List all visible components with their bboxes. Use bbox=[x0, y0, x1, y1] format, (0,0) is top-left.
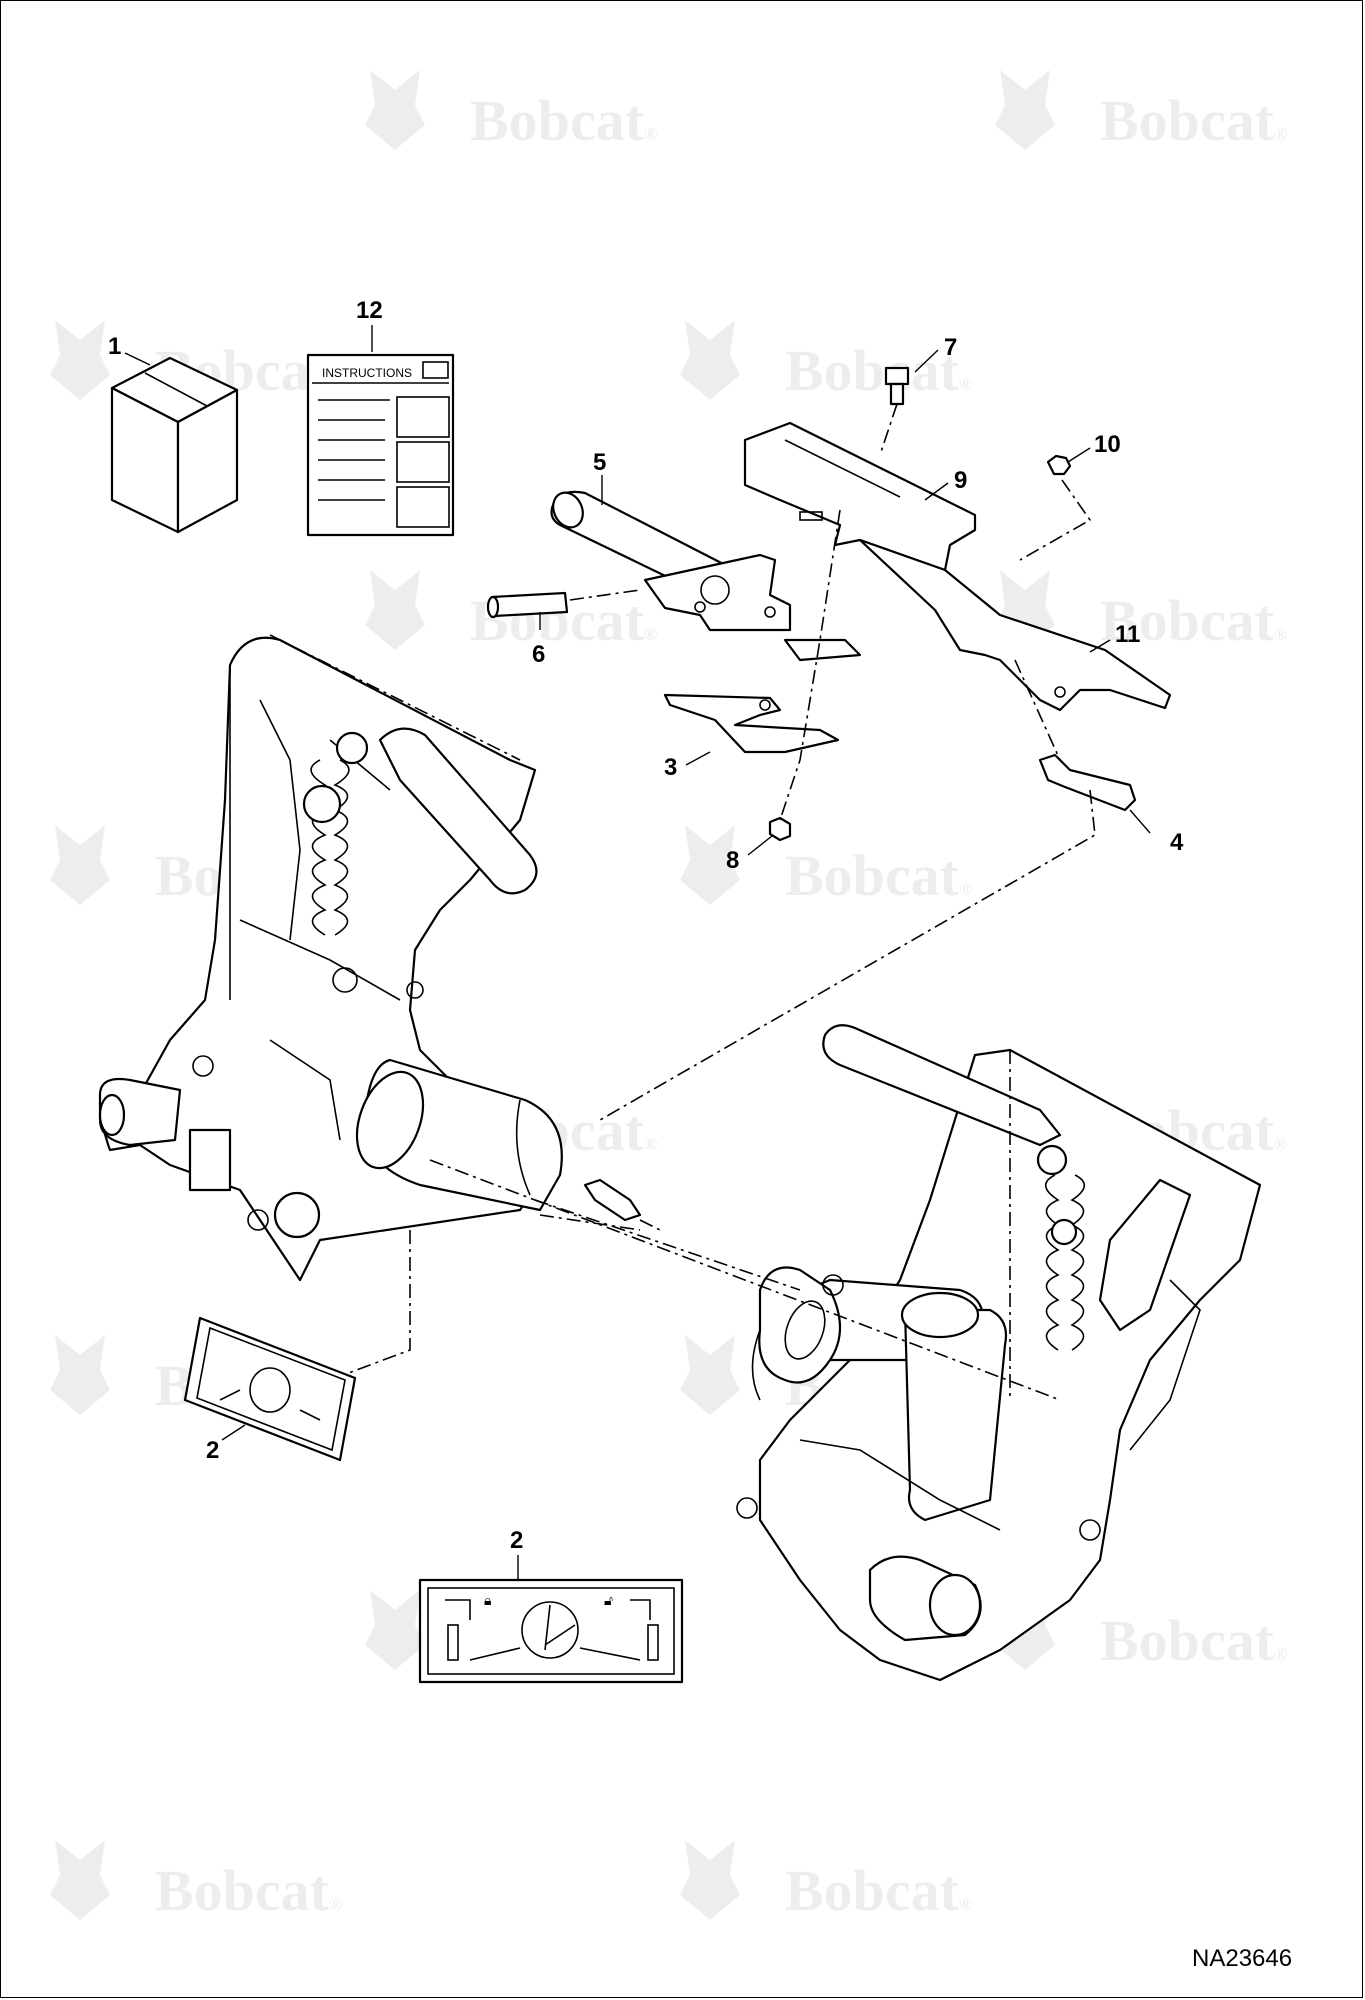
assembly-lines-lower bbox=[269, 634, 1061, 1401]
watermark-text: Bobcat® bbox=[1100, 88, 1287, 153]
callout-11: 11 bbox=[1115, 621, 1140, 648]
part-instructions-sheet: INSTRUCTIONS bbox=[306, 353, 455, 537]
part-bolt bbox=[884, 366, 910, 406]
right-coupler-assembly bbox=[583, 1024, 1262, 1682]
part-latch-tube bbox=[550, 490, 862, 662]
callout-4: 4 bbox=[1170, 829, 1184, 856]
registered-mark: ® bbox=[1274, 1644, 1287, 1664]
registered-mark: ® bbox=[959, 374, 972, 394]
part-kit-box bbox=[110, 356, 239, 534]
part-cover-bracket bbox=[743, 421, 977, 572]
watermark-text: Bobcat® bbox=[470, 88, 657, 153]
callout-10: 10 bbox=[1094, 431, 1121, 458]
watermark-text: Bobcat® bbox=[155, 1858, 342, 1923]
watermark-text: Bobcat® bbox=[1100, 588, 1287, 653]
part-nut-8 bbox=[768, 816, 792, 842]
registered-mark: ® bbox=[329, 1894, 342, 1914]
watermark-text: Bobcat® bbox=[785, 843, 972, 908]
leader-lines bbox=[124, 325, 1151, 1580]
part-decal-large: 🔒︎ 🔓︎ bbox=[418, 1578, 684, 1684]
callout-9: 9 bbox=[954, 467, 967, 494]
registered-mark: ® bbox=[1274, 124, 1287, 144]
callout-labels: 1 12 7 10 5 9 6 11 3 4 8 2 2 bbox=[108, 297, 1184, 1554]
watermark-text: Bobcat® bbox=[785, 338, 972, 403]
callout-2-large-decal: 2 bbox=[510, 1527, 523, 1554]
part-pin bbox=[486, 591, 569, 619]
callout-5: 5 bbox=[593, 449, 606, 476]
registered-mark: ® bbox=[644, 124, 657, 144]
callout-1: 1 bbox=[108, 333, 121, 360]
registered-mark: ® bbox=[644, 624, 657, 644]
callout-3: 3 bbox=[664, 754, 677, 781]
registered-mark: ® bbox=[959, 879, 972, 899]
part-flange-nut-10 bbox=[1046, 454, 1072, 476]
watermark-text: Bobcat® bbox=[785, 1858, 972, 1923]
registered-mark: ® bbox=[1274, 624, 1287, 644]
watermark-text: Bobcat® bbox=[1100, 1608, 1287, 1673]
callout-8: 8 bbox=[726, 847, 739, 874]
left-coupler-assembly bbox=[98, 636, 563, 1282]
part-spring-clip bbox=[1038, 753, 1137, 812]
registered-mark: ® bbox=[1274, 1134, 1287, 1154]
callout-6: 6 bbox=[532, 641, 545, 668]
registered-mark: ® bbox=[959, 1894, 972, 1914]
part-decal-small bbox=[183, 1316, 357, 1462]
callout-7: 7 bbox=[944, 334, 957, 361]
unlock-icon: 🔓︎ bbox=[604, 1593, 613, 1609]
assembly-lines-upper bbox=[569, 403, 1096, 1121]
registered-mark: ® bbox=[644, 1134, 657, 1154]
lock-icon: 🔒︎ bbox=[484, 1593, 491, 1609]
right-spring bbox=[1044, 1174, 1086, 1351]
part-latch-plate bbox=[663, 693, 840, 754]
part-lever-arm bbox=[858, 538, 1172, 712]
callout-2-small-decal: 2 bbox=[206, 1437, 219, 1464]
reference-number: NA23646 bbox=[1192, 1945, 1292, 1972]
callout-12: 12 bbox=[356, 297, 383, 324]
instructions-label: INSTRUCTIONS bbox=[322, 366, 412, 380]
